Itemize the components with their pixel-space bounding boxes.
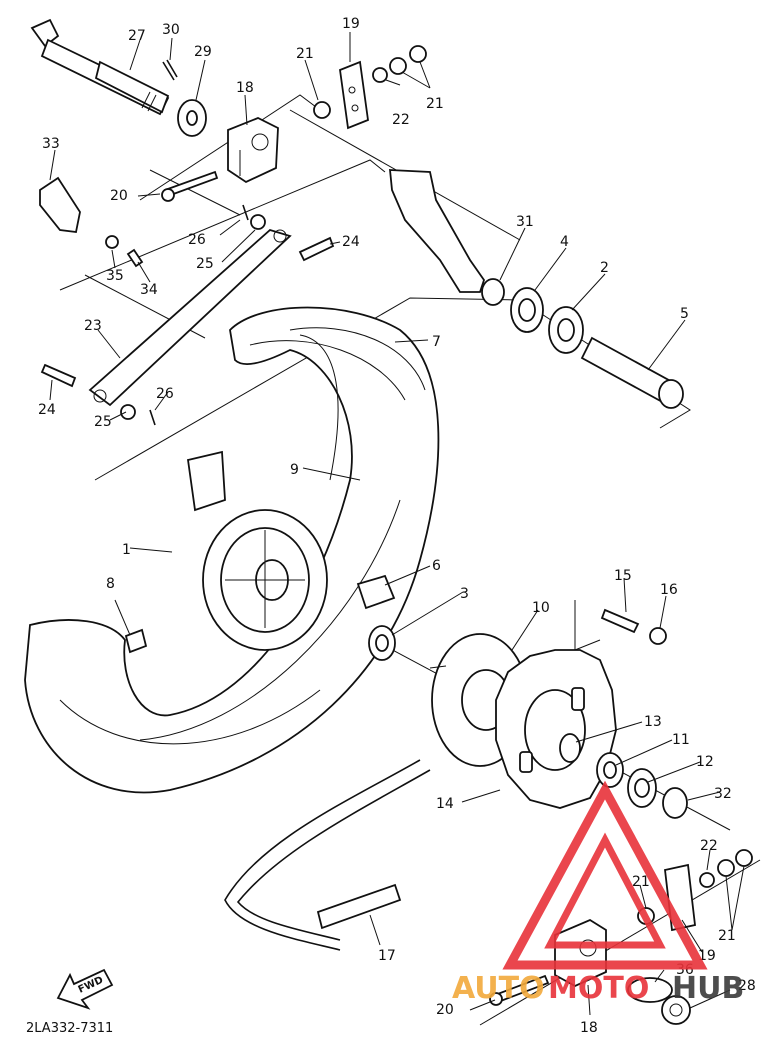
collar-13 (559, 733, 581, 763)
callout-21-bottom-right: 21 (718, 928, 736, 944)
callout-24-top: 24 (342, 234, 360, 250)
callout-13: 13 (644, 714, 662, 730)
bearing-4 (510, 287, 544, 333)
callout-21-top-left: 21 (296, 46, 314, 62)
stud-bolt-15 (600, 608, 640, 634)
callout-29: 29 (194, 44, 212, 60)
rod-bolts (40, 204, 335, 426)
callout-6: 6 (432, 558, 441, 574)
callout-numbers: 27 30 29 19 21 21 22 18 33 20 26 25 24 3… (38, 16, 756, 1036)
callout-32: 32 (714, 786, 732, 802)
callout-21-top-right: 21 (426, 96, 444, 112)
seal-12 (627, 768, 657, 808)
collar-32 (662, 787, 688, 819)
callout-23: 23 (84, 318, 102, 334)
callout-8: 8 (106, 576, 115, 592)
sprocket-14 (495, 649, 617, 809)
adjust-bolt (161, 170, 219, 202)
drive-chain (224, 759, 431, 951)
wheel-hub (186, 450, 328, 651)
bearing-2 (548, 306, 584, 354)
callout-33: 33 (42, 136, 60, 152)
callout-25-top: 25 (196, 256, 214, 272)
nuts-top (313, 45, 427, 119)
axle-block (227, 117, 279, 184)
callout-24-bottom: 24 (38, 402, 56, 418)
callout-25-bottom: 25 (94, 414, 112, 430)
callout-10: 10 (532, 600, 550, 616)
callout-30: 30 (162, 22, 180, 38)
adjust-bolt-bottom (489, 974, 550, 1006)
caliper-bracket (389, 169, 485, 293)
axle-nut-28 (661, 995, 691, 1025)
leader-lines (49, 32, 745, 1016)
callout-17: 17 (378, 948, 396, 964)
bracket-33 (39, 176, 81, 233)
bearing-collar-31 (481, 278, 505, 306)
callout-3: 3 (460, 586, 469, 602)
callout-14: 14 (436, 796, 454, 812)
valve-8 (124, 628, 148, 654)
callout-31: 31 (516, 214, 534, 230)
callout-21-bottom-left: 21 (632, 874, 650, 890)
callout-1: 1 (122, 542, 131, 558)
bearing-3 (368, 625, 396, 661)
callout-26-top: 26 (188, 232, 206, 248)
callout-35: 35 (106, 268, 124, 284)
bolt-34-35 (105, 235, 144, 268)
callout-22-top: 22 (392, 112, 410, 128)
callout-2: 2 (600, 260, 609, 276)
fwd-arrow: FWD (56, 968, 114, 1010)
callout-19-bottom: 19 (698, 948, 716, 964)
washer-36 (627, 977, 673, 1003)
callout-18-top: 18 (236, 80, 254, 96)
callout-28: 28 (738, 978, 756, 994)
callout-16: 16 (660, 582, 678, 598)
rear-tire (24, 306, 440, 794)
callout-18-bottom: 18 (580, 1020, 598, 1036)
callout-5: 5 (680, 306, 689, 322)
spacer-5 (580, 336, 684, 409)
washer (177, 99, 207, 137)
watermark-logo: AUTO MOTO HUB (452, 780, 744, 1006)
callout-11: 11 (672, 732, 690, 748)
callout-27: 27 (128, 28, 146, 44)
rear-axle (30, 18, 170, 116)
watermark-triangle (502, 780, 708, 970)
cotter-pin (162, 59, 178, 81)
callout-26-bottom: 26 (156, 386, 174, 402)
chain-puller-plate (339, 60, 369, 130)
callout-20-bottom: 20 (436, 1002, 454, 1018)
callout-12: 12 (696, 754, 714, 770)
bearing-11 (596, 752, 624, 788)
torque-rod (88, 228, 292, 407)
callout-34: 34 (140, 282, 158, 298)
callout-19-top: 19 (342, 16, 360, 32)
watermark-moto: MOTO (548, 971, 649, 1006)
document-code: 2LA332-7311 (26, 1021, 113, 1036)
callout-4: 4 (560, 234, 569, 250)
callout-9: 9 (290, 462, 299, 478)
watermark-auto: AUTO (452, 971, 545, 1006)
damper-6 (356, 574, 396, 610)
callout-7: 7 (432, 334, 441, 350)
nut-16 (649, 627, 667, 645)
watermark-hub: HUB (672, 971, 744, 1006)
callout-20-top: 20 (110, 188, 128, 204)
callout-22-bottom: 22 (700, 838, 718, 854)
callout-15: 15 (614, 568, 632, 584)
